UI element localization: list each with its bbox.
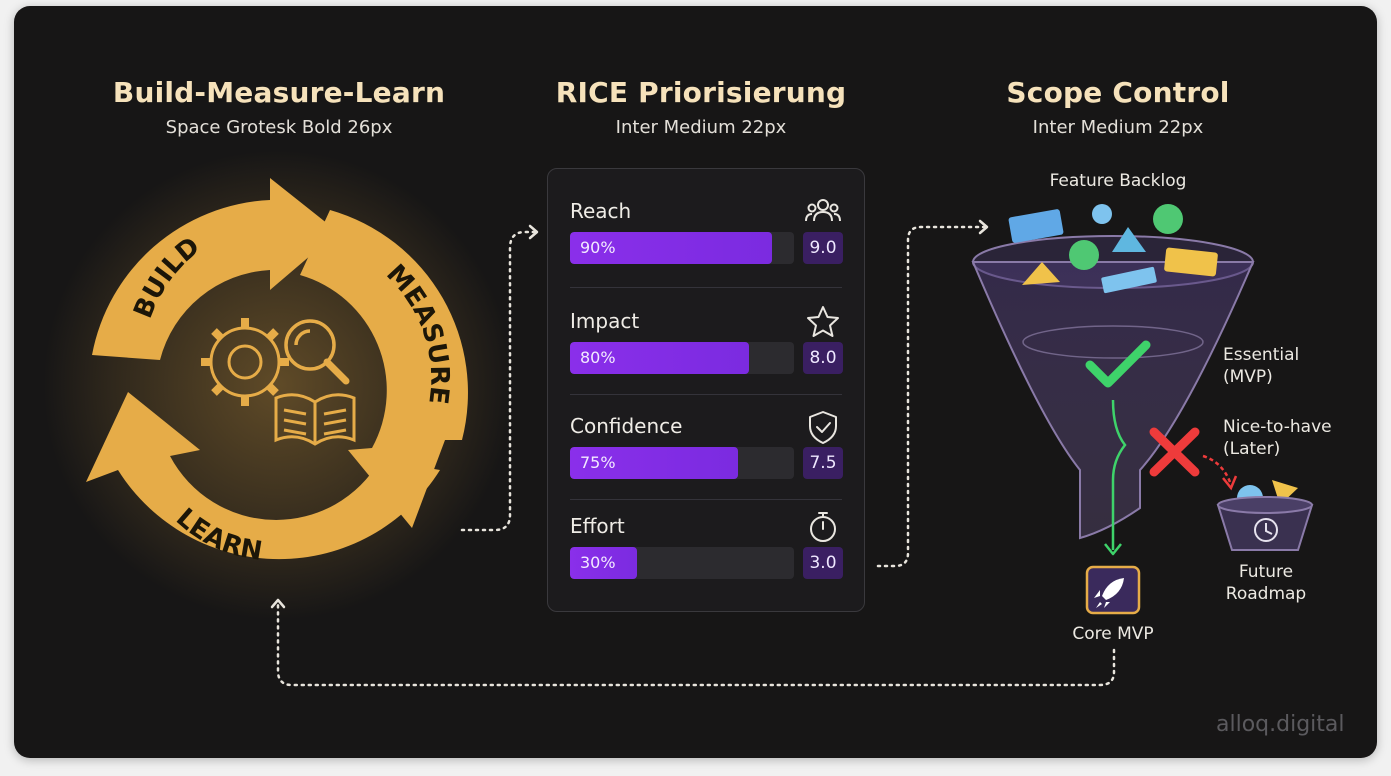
rice-row-name: Impact <box>570 309 640 333</box>
arrowhead-to-cycle <box>270 598 286 609</box>
backlog-shapes <box>1008 204 1218 294</box>
red-arrow <box>1202 454 1232 483</box>
impact-score: 8.0 <box>803 342 843 374</box>
nice-to-have-label: Nice-to-have (Later) <box>1223 416 1332 460</box>
rice-row-name: Reach <box>570 199 632 223</box>
rice-card: Reach 90% 9.0 Impact 80% 8.0 Confidence <box>547 168 865 612</box>
rice-row-name: Confidence <box>570 414 683 438</box>
impact-bar-fill <box>570 342 750 374</box>
nice-label-line2: (Later) <box>1223 439 1281 459</box>
rice-divider <box>570 499 842 500</box>
users-icon <box>805 199 841 222</box>
rice-row-confidence: Confidence 75% 7.5 <box>548 411 864 514</box>
section-subtitle-rice: Inter Medium 22px <box>615 117 787 138</box>
watermark: alloq.digital <box>1216 712 1345 737</box>
effort-score: 3.0 <box>803 547 843 579</box>
rice-row-name: Effort <box>570 514 625 538</box>
roadmap-label-line2: Roadmap <box>1225 584 1307 604</box>
confidence-bar-track: 75% <box>570 447 794 479</box>
impact-percent: 80% <box>580 348 616 367</box>
check-icon <box>1085 340 1151 388</box>
shield-check-icon <box>809 411 837 444</box>
impact-bar-track: 80% <box>570 342 794 374</box>
cross-icon <box>1149 427 1200 477</box>
rice-row-effort: Effort 30% 3.0 <box>548 512 864 614</box>
confidence-bar-fill <box>570 447 738 479</box>
confidence-score: 7.5 <box>803 447 843 479</box>
essential-label-line2: (MVP) <box>1223 367 1273 387</box>
measure-arrow <box>300 210 468 528</box>
future-roadmap-label: Future Roadmap <box>1226 561 1306 605</box>
feature-backlog-label: Feature Backlog <box>1049 171 1187 191</box>
confidence-percent: 75% <box>580 453 616 472</box>
magnifier-icon <box>284 319 350 385</box>
reach-bar-track: 90% <box>570 232 794 264</box>
reach-percent: 90% <box>580 238 616 257</box>
effort-bar-fill <box>570 547 638 579</box>
section-title-scope: Scope Control <box>1006 76 1230 109</box>
rice-divider <box>570 287 842 288</box>
section-title-bml: Build-Measure-Learn <box>112 76 446 109</box>
open-book-icon <box>274 393 356 446</box>
core-mvp-label: Core MVP <box>1072 624 1154 644</box>
section-subtitle-scope: Inter Medium 22px <box>1032 117 1204 138</box>
section-title-rice: RICE Priorisierung <box>555 76 847 109</box>
clock-icon <box>1254 518 1278 542</box>
stopwatch-icon <box>810 512 836 542</box>
roadmap-bowl <box>1216 480 1314 551</box>
gear-icon <box>201 318 289 406</box>
arrowhead-to-scope <box>978 219 989 235</box>
section-subtitle-bml: Space Grotesk Bold 26px <box>165 117 393 138</box>
essential-label-line1: Essential <box>1223 345 1300 365</box>
reach-score: 9.0 <box>803 232 843 264</box>
rice-row-reach: Reach 90% 9.0 <box>548 199 864 299</box>
rice-row-impact: Impact 80% 8.0 <box>548 306 864 409</box>
connector-cycle-to-rice <box>460 230 537 532</box>
mvp-flow-line <box>1104 399 1127 556</box>
star-icon <box>807 306 839 337</box>
reach-bar-fill <box>570 232 772 264</box>
build-arrow <box>92 178 338 360</box>
learn-arrow <box>86 392 440 560</box>
arrowhead-to-rice <box>528 224 539 240</box>
cycle-arrows <box>86 178 468 560</box>
connector-mvp-to-cycle <box>276 600 1116 687</box>
essential-label: Essential (MVP) <box>1223 344 1299 388</box>
nice-label-line1: Nice-to-have <box>1223 417 1332 437</box>
effort-bar-track: 30% <box>570 547 794 579</box>
roadmap-label-line1: Future <box>1238 562 1294 582</box>
rocket-icon <box>1094 578 1124 608</box>
rice-divider <box>570 394 842 395</box>
connector-rice-to-scope <box>876 225 987 568</box>
effort-percent: 30% <box>580 553 616 572</box>
